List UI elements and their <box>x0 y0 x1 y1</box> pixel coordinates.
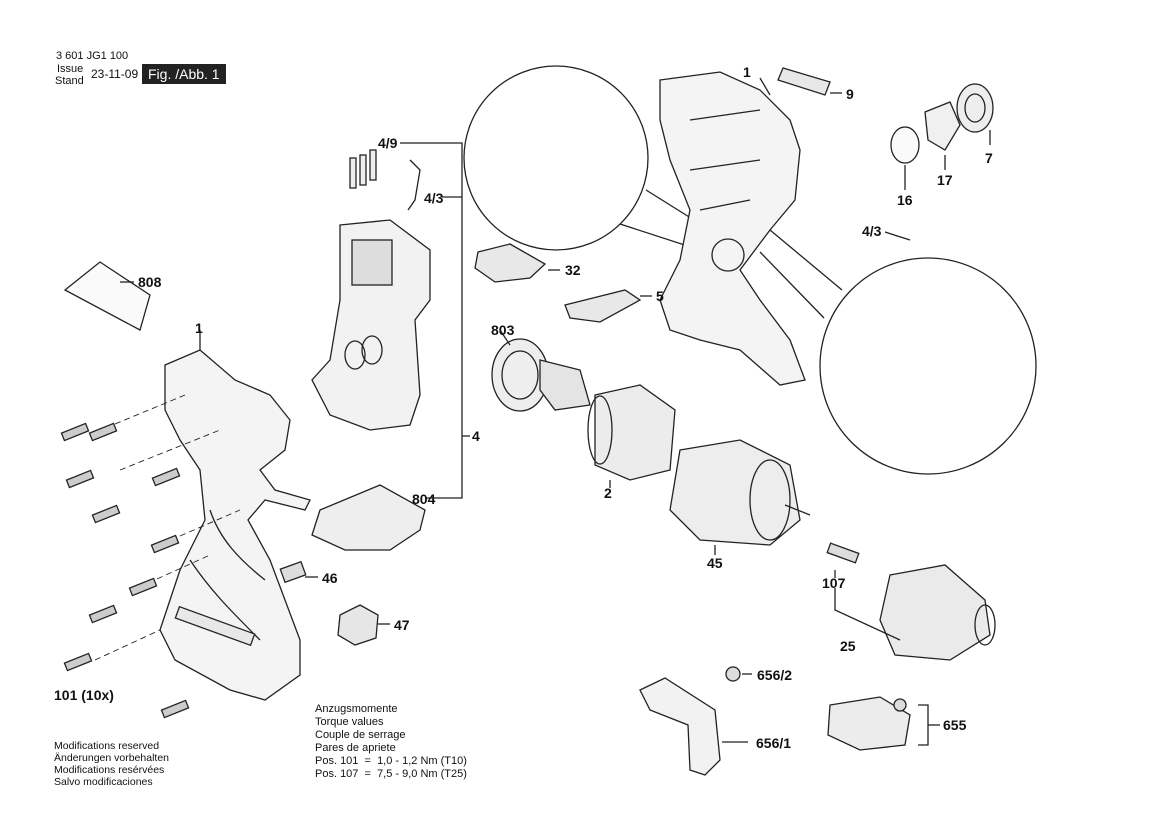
part-label-1-top: 1 <box>743 64 751 80</box>
part-label-656-1: 656/1 <box>756 735 792 751</box>
detail-circle-motor <box>463 65 649 251</box>
torque-title-en: Torque values <box>315 716 384 728</box>
part-label-9: 9 <box>846 86 854 102</box>
part-label-5: 5 <box>656 288 664 304</box>
part-label-25: 25 <box>840 638 856 654</box>
issue-label: Issue <box>57 63 84 75</box>
part-label-107: 107 <box>822 575 846 591</box>
part-label-32: 32 <box>565 262 581 278</box>
part-label-804: 804 <box>412 491 436 507</box>
modifications-fr: Modifications resérvées <box>54 764 165 776</box>
modifications-es: Salvo modificaciones <box>54 776 153 788</box>
part-label-655: 655 <box>943 717 967 733</box>
part-label-656-2: 656/2 <box>757 667 793 683</box>
part-label-47: 47 <box>394 617 410 633</box>
housing-main-shape <box>159 349 311 701</box>
part-label-803: 803 <box>491 322 515 338</box>
modifications-block: Modifications reserved Änderungen vorbeh… <box>54 740 169 788</box>
torque-title-de: Anzugsmomente <box>315 703 398 715</box>
doc-number: 3 601 JG1 100 <box>56 50 129 62</box>
part-label-45: 45 <box>707 555 723 571</box>
issue-date: 23-11-09 <box>91 67 139 81</box>
torque-row-101: Pos. 101 = 1,0 - 1,2 Nm (T10) <box>315 755 467 767</box>
part-label-7: 7 <box>985 150 993 166</box>
part-label-4: 4 <box>472 428 480 444</box>
part-label-4-9: 4/9 <box>378 135 398 151</box>
detail-circle-housing <box>819 257 1037 475</box>
modifications-en: Modifications reserved <box>54 740 160 752</box>
torque-values-block: Anzugsmomente Torque values Couple de se… <box>315 703 467 781</box>
part-label-1-left: 1 <box>195 320 203 336</box>
torque-title-es: Pares de apriete <box>315 742 396 754</box>
modifications-de: Änderungen vorbehalten <box>54 752 170 764</box>
part-label-2: 2 <box>604 485 612 501</box>
part-label-16: 16 <box>897 192 913 208</box>
part-label-808: 808 <box>138 274 162 290</box>
part-label-46: 46 <box>322 570 338 586</box>
stand-label: Stand <box>55 75 84 87</box>
torque-title-fr: Couple de serrage <box>315 729 406 741</box>
part-label-4-3: 4/3 <box>424 190 444 206</box>
part-label-4-3-detail: 4/3 <box>862 223 882 239</box>
torque-row-107: Pos. 107 = 7,5 - 9,0 Nm (T25) <box>315 768 467 780</box>
figure-label: Fig. /Abb. 1 <box>142 64 226 84</box>
housing-top-shape <box>659 71 806 386</box>
part-label-17: 17 <box>937 172 953 188</box>
part-label-101: 101 (10x) <box>54 687 114 703</box>
